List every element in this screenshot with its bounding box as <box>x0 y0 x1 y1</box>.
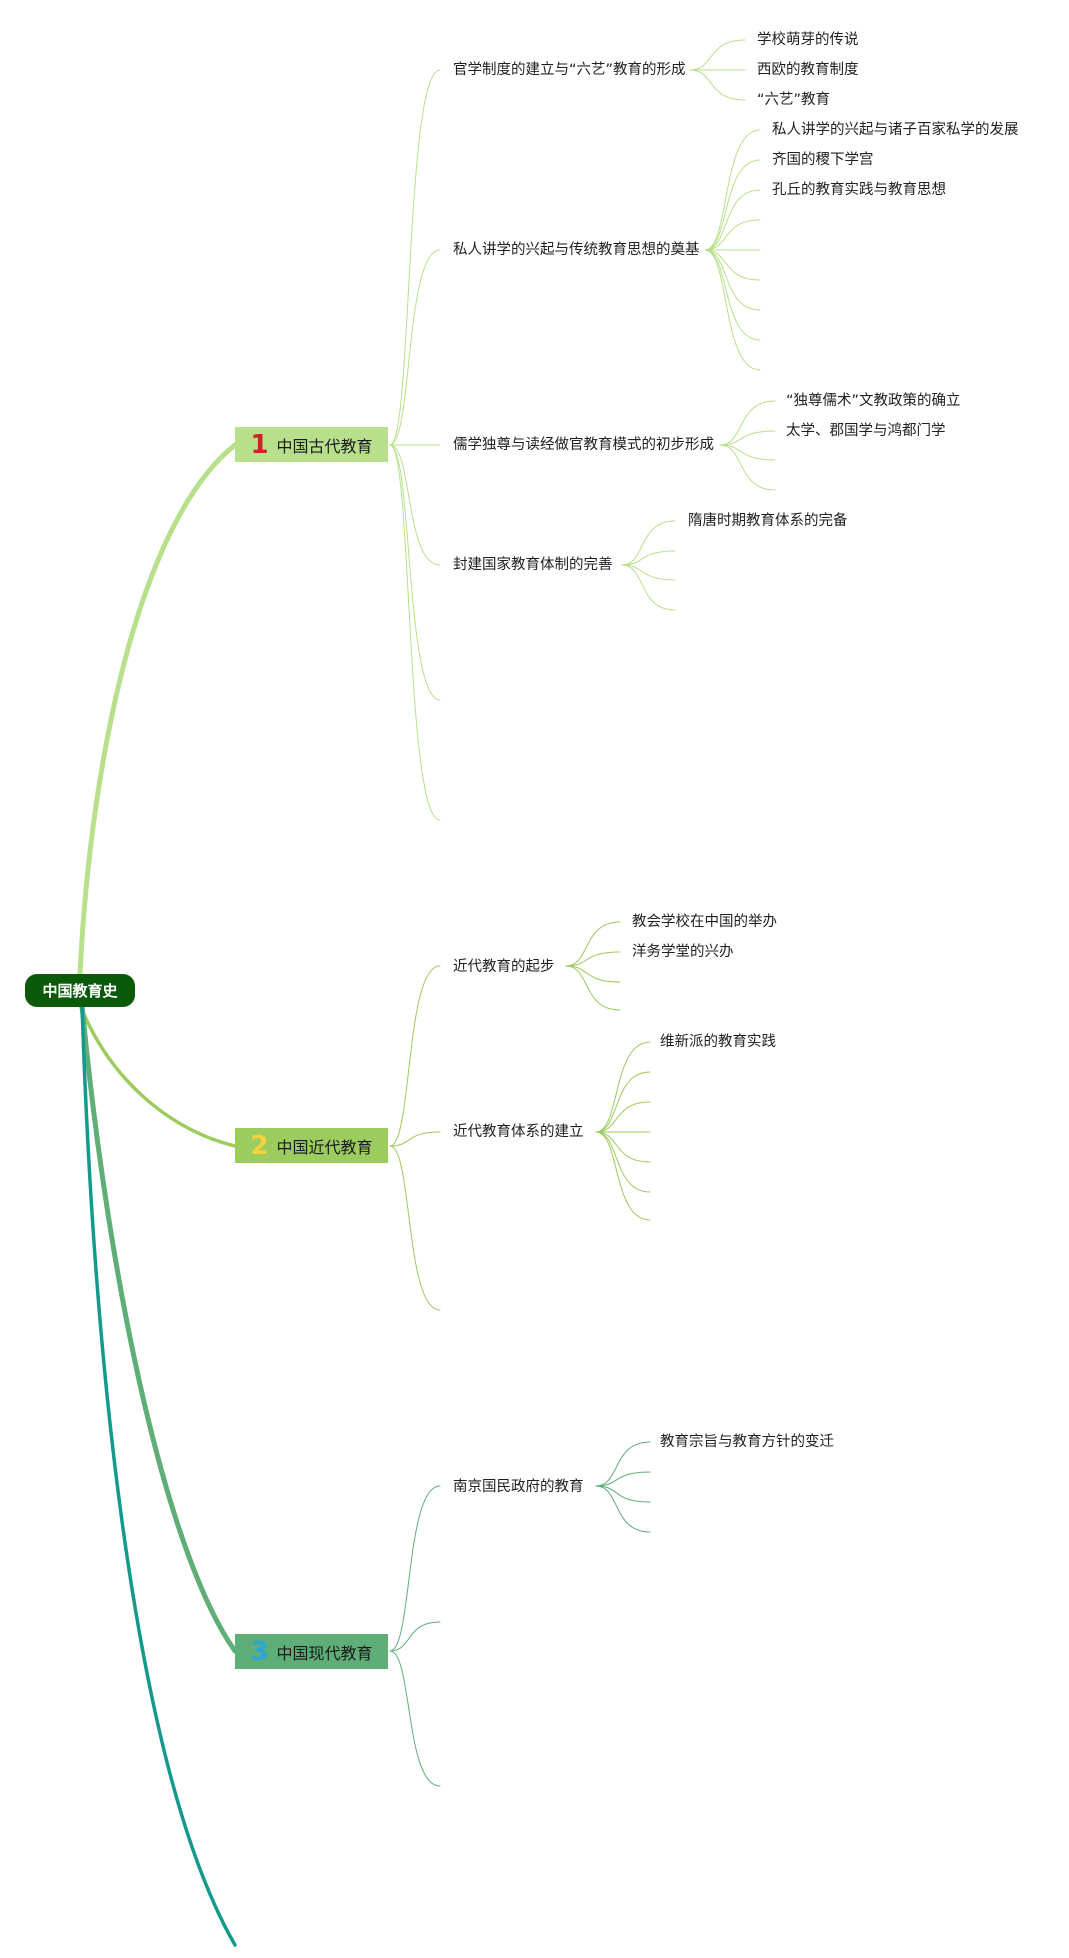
topic2-link <box>704 129 761 251</box>
item-taixue[interactable]: 太学、郡国学与鸿都门学 <box>786 423 946 439</box>
topic4-link <box>621 564 676 611</box>
number-2-icon: 2 <box>250 1130 269 1161</box>
branch-label: 中国近代教育 <box>276 1137 373 1157</box>
topic3-link <box>719 400 776 446</box>
item-private-schools[interactable]: 私人讲学的兴起与诸子百家私学的发展 <box>772 122 1019 138</box>
topic6-link <box>595 1101 651 1133</box>
topic-private-teaching[interactable]: 私人讲学的兴起与传统教育思想的奠基 <box>453 242 700 258</box>
topic4-link <box>621 564 676 581</box>
topic3-link <box>719 430 776 446</box>
topic6-link <box>595 1071 651 1133</box>
item-reformist-practice[interactable]: 维新派的教育实践 <box>660 1034 776 1050</box>
topic4-link <box>621 520 676 566</box>
root-link-2 <box>78 1003 237 1148</box>
topic4-link <box>621 550 676 566</box>
branch2-link <box>389 1131 441 1147</box>
item-confucianism-policy[interactable]: “独尊儒术”文教政策的确立 <box>786 393 961 409</box>
branch1-link <box>389 249 441 446</box>
topic3-link <box>719 444 776 461</box>
topic2-link <box>704 189 761 251</box>
topic2-link <box>704 219 761 251</box>
item-education-policy[interactable]: 教育宗旨与教育方针的变迁 <box>660 1434 834 1450</box>
topic6-link <box>595 1041 651 1133</box>
number-1-icon: 1 <box>250 429 269 460</box>
branch-label: 中国现代教育 <box>276 1643 373 1663</box>
branch2-link <box>389 965 441 1147</box>
topic7-link <box>595 1471 651 1487</box>
branch1-link <box>389 69 441 446</box>
topic7-link <box>595 1441 651 1487</box>
topic5-link <box>565 921 621 967</box>
topic6-link <box>595 1131 651 1221</box>
branch3-link <box>389 1485 441 1652</box>
root-node[interactable]: 中国教育史 <box>25 974 135 1007</box>
branch3-link <box>389 1650 441 1787</box>
topic3-link <box>719 444 776 491</box>
branch-ancient-education[interactable]: 1 中国古代教育 <box>235 427 388 462</box>
root-link-4 <box>80 1003 237 1947</box>
topic-nanjing-government[interactable]: 南京国民政府的教育 <box>453 1479 584 1495</box>
topic5-link <box>565 965 621 1011</box>
branch-modern-education[interactable]: 2 中国近代教育 <box>235 1128 388 1163</box>
item-school-origin-legend[interactable]: 学校萌芽的传说 <box>757 32 859 48</box>
item-westernization-schools[interactable]: 洋务学堂的兴办 <box>632 944 734 960</box>
topic-official-school-system[interactable]: 官学制度的建立与“六艺”教育的形成 <box>453 62 686 78</box>
branch1-link <box>389 444 441 821</box>
topic-early-modern-start[interactable]: 近代教育的起步 <box>453 959 555 975</box>
item-confucius[interactable]: 孔丘的教育实践与教育思想 <box>772 182 946 198</box>
root-link-3 <box>79 1002 238 1654</box>
branch-contemporary-education[interactable]: 3 中国现代教育 <box>235 1634 388 1669</box>
topic7-link <box>595 1485 651 1533</box>
branch3-link <box>389 1621 441 1652</box>
number-3-icon: 3 <box>250 1636 269 1667</box>
topic1-link <box>689 69 746 101</box>
branch-label: 中国古代教育 <box>276 436 373 456</box>
topic-confucianism[interactable]: 儒学独尊与读经做官教育模式的初步形成 <box>453 437 714 453</box>
topic-feudal-system[interactable]: 封建国家教育体制的完善 <box>453 557 613 573</box>
topic2-link <box>704 249 761 311</box>
topic6-link <box>595 1131 651 1193</box>
topic1-link <box>689 39 746 71</box>
item-jixia-academy[interactable]: 齐国的稷下学宫 <box>772 152 874 168</box>
topic2-link <box>704 159 761 251</box>
topic7-link <box>595 1485 651 1503</box>
branch2-link <box>389 1145 441 1311</box>
topic5-link <box>565 951 621 967</box>
branch1-link <box>389 444 441 701</box>
topic5-link <box>565 965 621 983</box>
item-mission-schools[interactable]: 教会学校在中国的举办 <box>632 914 777 930</box>
item-sui-tang[interactable]: 隋唐时期教育体系的完备 <box>688 513 848 529</box>
topic2-link <box>704 249 761 371</box>
topic6-link <box>595 1131 651 1163</box>
topic2-link <box>704 249 761 341</box>
branch1-link <box>389 444 441 566</box>
topic-modern-system[interactable]: 近代教育体系的建立 <box>453 1124 584 1140</box>
item-six-arts[interactable]: “六艺”教育 <box>757 92 831 108</box>
item-western-europe-system[interactable]: 西欧的教育制度 <box>757 62 859 78</box>
topic2-link <box>704 249 761 281</box>
root-link-1 <box>77 442 238 978</box>
